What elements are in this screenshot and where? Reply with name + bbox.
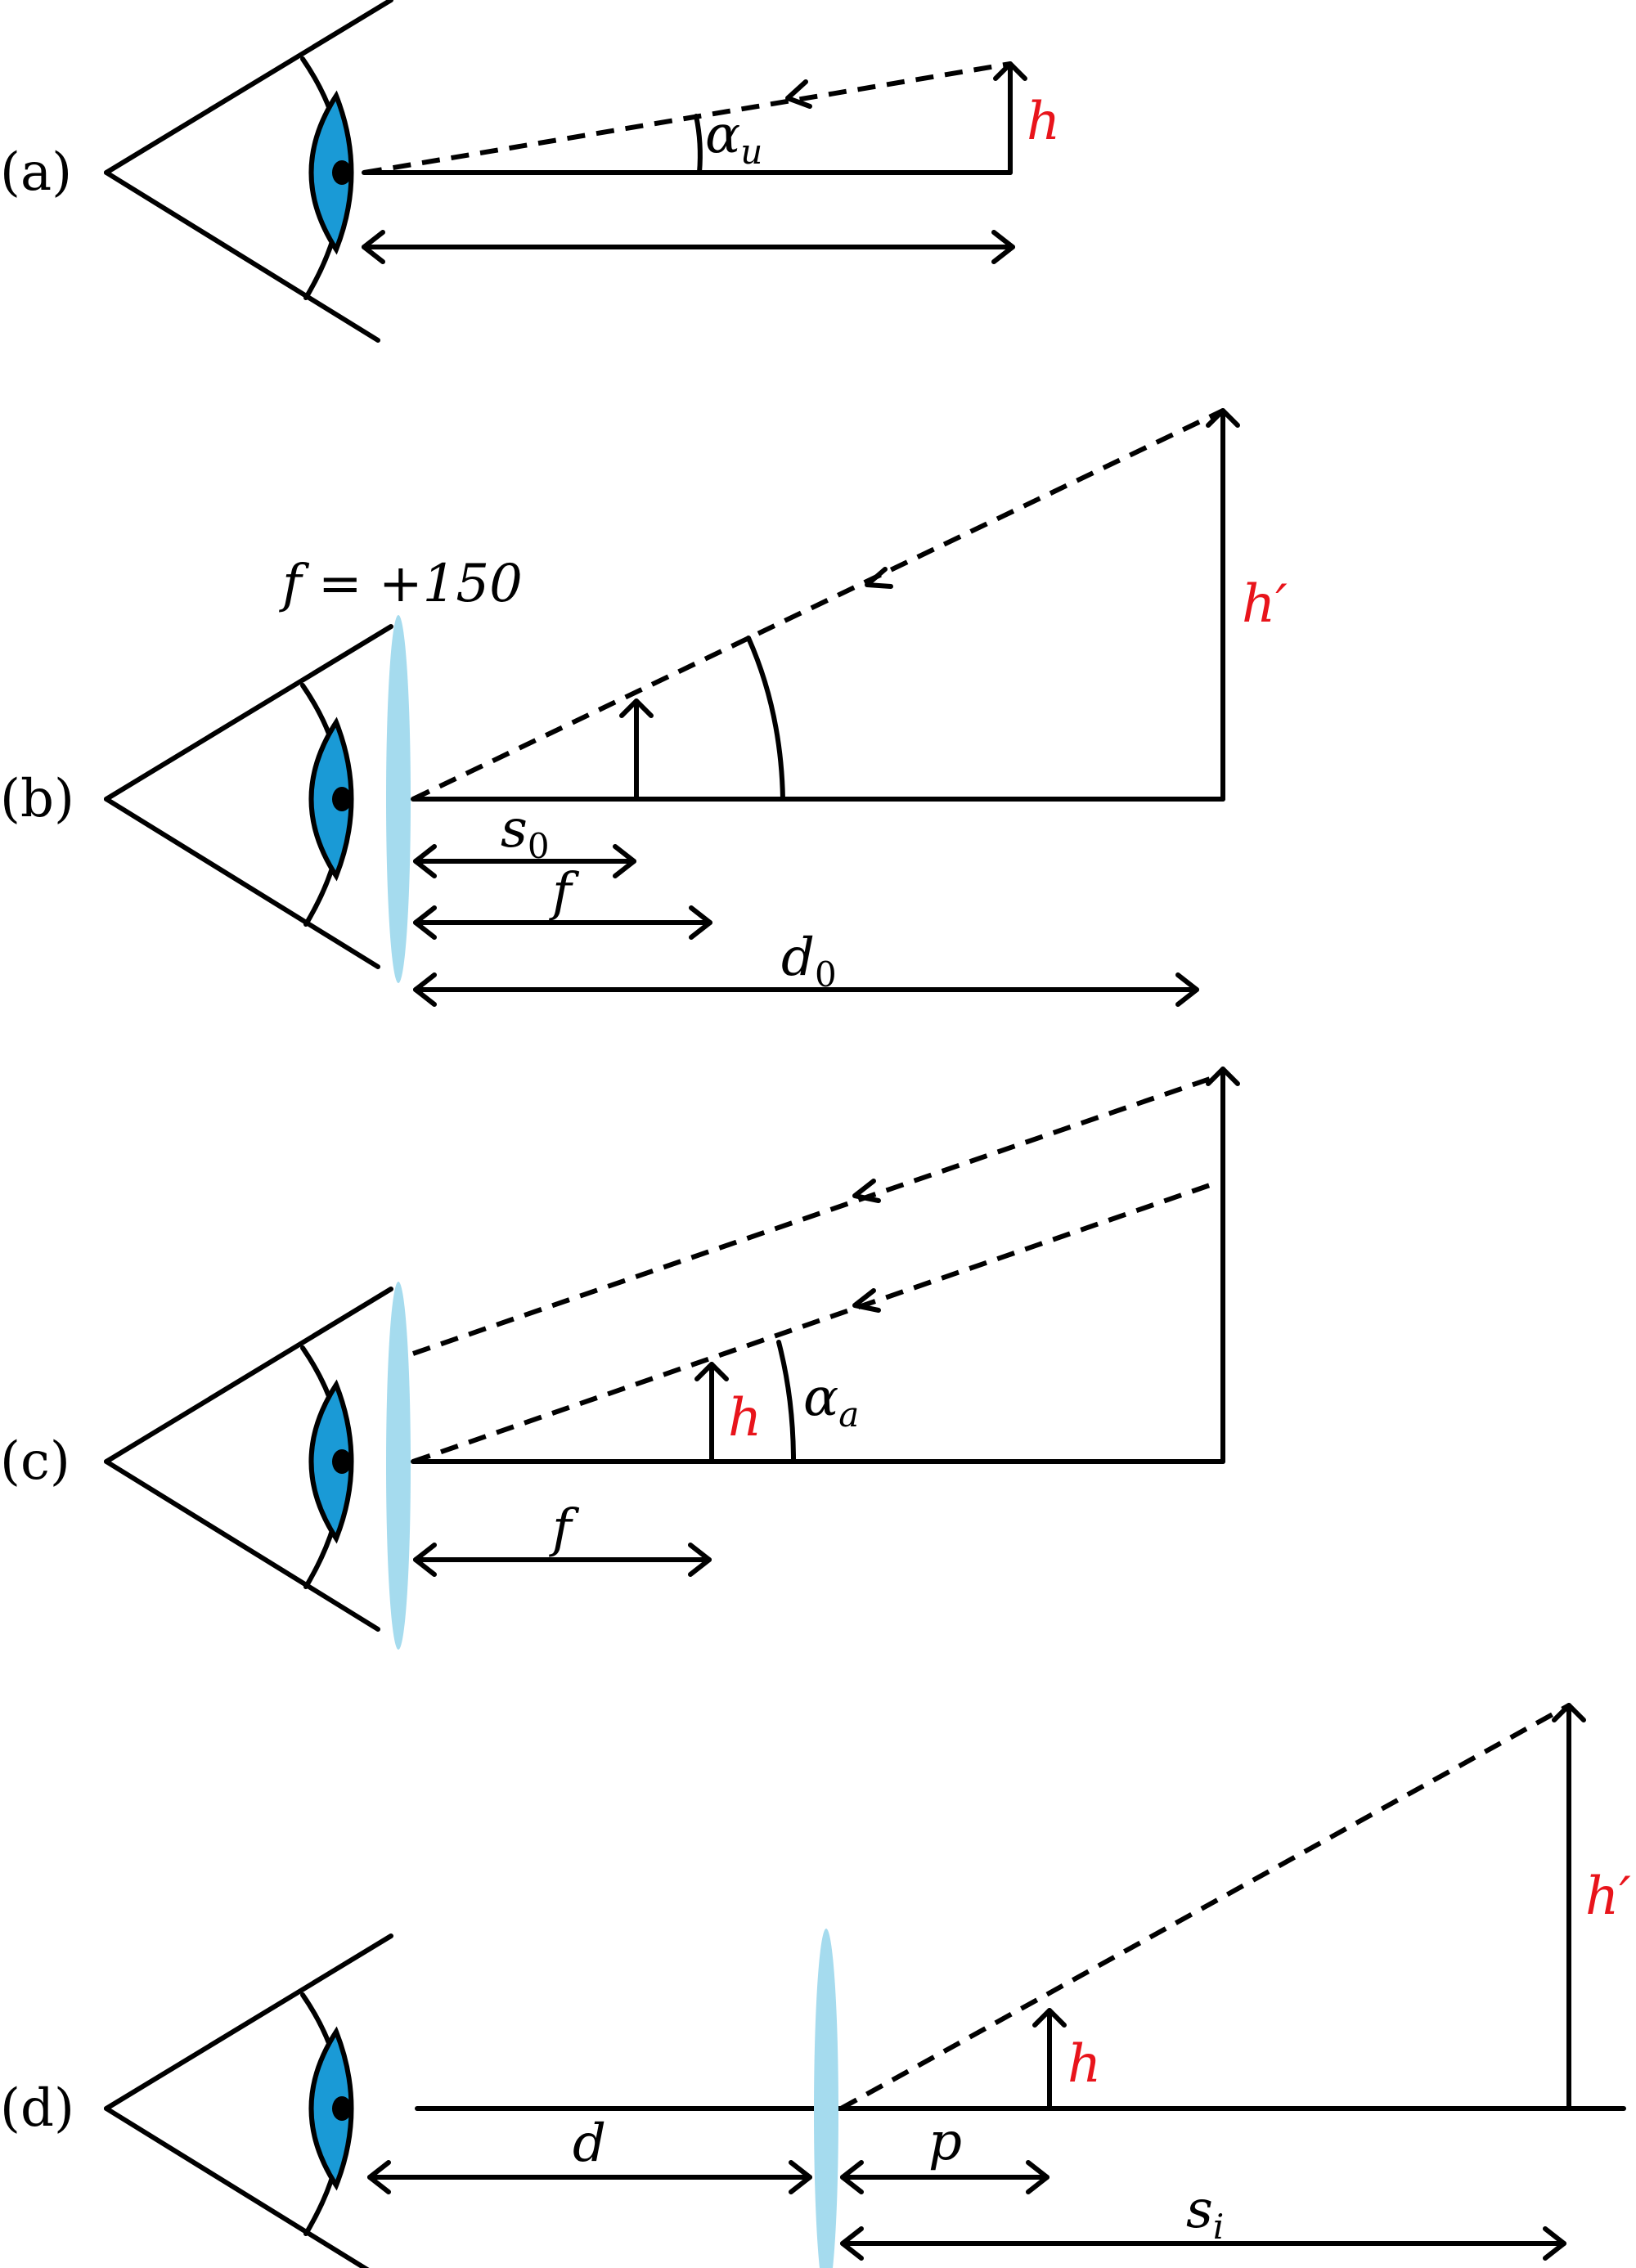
angle-label: αa	[803, 1368, 859, 1435]
panel-c-label: (c)	[0, 1431, 70, 1492]
ray	[363, 61, 1011, 175]
angle-arc	[746, 635, 785, 802]
object-height-label: h	[1067, 2034, 1101, 2095]
eye-icon	[106, 1289, 391, 1629]
image-height-label: h′	[1242, 574, 1288, 635]
panel-d: (d) h h′ d p si	[0, 1703, 1631, 2268]
dimension-s0-label: s0	[501, 799, 550, 866]
dimension-f-label: f	[549, 1498, 580, 1559]
ray-arrowhead	[785, 79, 812, 109]
dimension-d-label: d	[573, 2113, 606, 2174]
eye-icon	[106, 0, 391, 340]
image-height-label: h′	[1585, 1866, 1631, 1927]
eye-icon	[106, 1936, 391, 2268]
eye-icon	[106, 627, 391, 967]
panel-c: (c) h αa f	[0, 1067, 1240, 1650]
dimension-d0-label: d0	[781, 927, 837, 995]
ray-arrowhead	[865, 567, 893, 589]
angle-label: αu	[705, 105, 762, 172]
dimension-f-label: f	[549, 862, 580, 923]
panel-a: (a) αu h	[0, 0, 1060, 340]
angle-arc	[694, 114, 703, 175]
ray-arrowhead	[852, 1288, 881, 1313]
lens	[814, 1929, 838, 2268]
ray-arrowhead	[852, 1179, 881, 1203]
lower-ray	[412, 1181, 1216, 1464]
height-label: h	[1027, 92, 1060, 152]
ray	[411, 408, 1225, 802]
lens	[386, 615, 411, 983]
ray	[839, 1703, 1571, 2111]
panel-b: (b) f = +150 h′ s0 f d0	[0, 408, 1288, 1007]
height-label: h	[728, 1388, 762, 1448]
panel-b-label: (b)	[0, 769, 74, 829]
panel-a-label: (a)	[0, 142, 72, 203]
lens-label: f = +150	[279, 554, 523, 614]
upper-ray	[412, 1075, 1216, 1356]
panel-d-label: (d)	[0, 2078, 74, 2139]
lens	[386, 1282, 411, 1650]
angle-arc	[776, 1340, 796, 1464]
dimension-si-label: si	[1186, 2180, 1224, 2247]
dimension-p-label: p	[928, 2112, 962, 2172]
